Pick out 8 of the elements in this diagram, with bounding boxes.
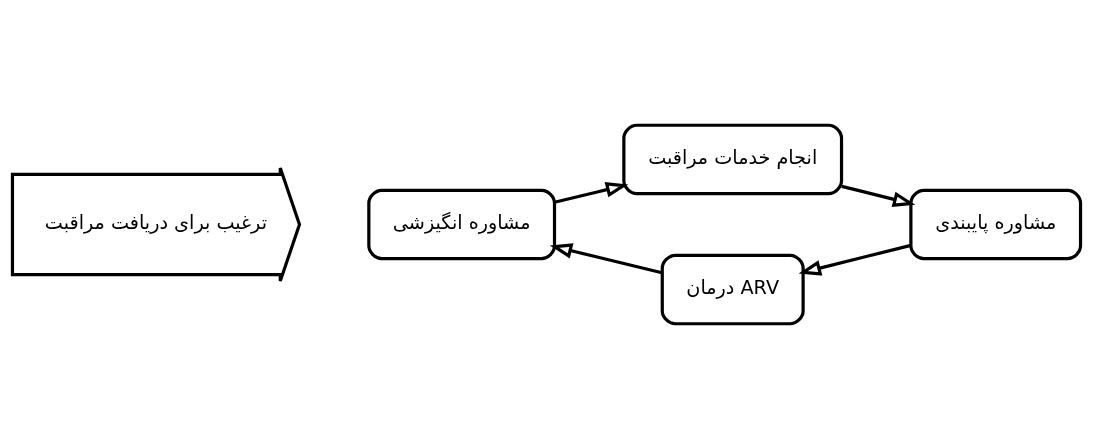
arrow: [798, 243, 912, 276]
node-box: مشاوره انگیزشی: [367, 188, 557, 260]
node-box: مشاوره پایبندی: [909, 188, 1083, 260]
node-box: انجام خدمات مراقبت: [622, 123, 844, 195]
node-box: درمان ARV: [660, 253, 805, 325]
arrow: [549, 242, 663, 274]
arrow: [841, 184, 916, 207]
arrow: [554, 181, 629, 204]
